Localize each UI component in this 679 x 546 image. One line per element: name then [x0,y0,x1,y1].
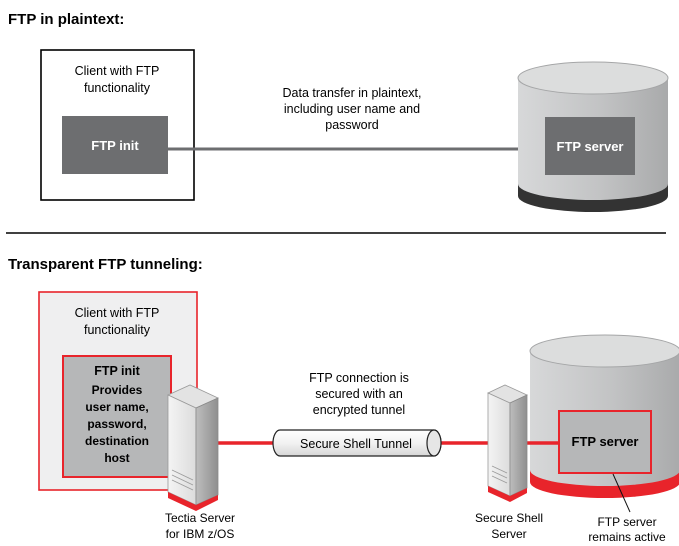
bottom-init-detail-4: destination [85,434,149,448]
tunnel-label: Secure Shell Tunnel [300,437,412,451]
bottom-client-label-1: Client with FTP [75,306,160,320]
server-active-label-2: remains active [588,530,666,544]
top-transfer-label-3: password [325,118,379,132]
bottom-init-detail-1: Provides [92,383,143,397]
bottom-ftp-server-label: FTP server [572,434,639,449]
bottom-ftp-server-box: FTP server [558,410,652,474]
top-ftp-server-box: FTP server [545,117,635,175]
connection-label-3: encrypted tunnel [313,403,405,417]
top-heading: FTP in plaintext: [8,11,124,28]
server-active-label-1: FTP server [597,515,656,529]
top-ftp-server-label: FTP server [557,139,624,154]
top-client-label-1: Client with FTP [75,64,160,78]
bottom-ftp-init-box: FTP init Provides user name, password, d… [62,355,172,478]
bottom-ftp-init-label: FTP init [94,364,140,378]
secure-shell-tunnel: Secure Shell Tunnel [272,429,442,457]
bottom-init-detail-5: host [104,451,129,465]
tectia-server-tower-icon [167,384,219,511]
secure-shell-server-tower-icon [487,384,528,502]
server-active-callout-line [612,473,631,513]
top-ftp-init-box: FTP init [62,116,168,174]
ssh-server-label-1: Secure Shell [475,511,543,525]
tectia-label-2: for IBM z/OS [166,527,235,541]
tectia-label-1: Tectia Server [165,511,235,525]
bottom-init-detail-2: user name, [85,400,148,414]
top-transfer-label-2: including user name and [284,102,420,116]
top-client-label-2: functionality [84,81,151,95]
bottom-heading: Transparent FTP tunneling: [8,256,203,273]
ssh-server-label-2: Server [491,527,526,541]
top-ftp-init-label: FTP init [91,138,139,153]
connection-label-2: secured with an [315,387,403,401]
bottom-init-detail-3: password, [87,417,146,431]
bottom-client-label-2: functionality [84,323,151,337]
top-transfer-label-1: Data transfer in plaintext, [283,86,422,100]
connection-label-1: FTP connection is [309,371,409,385]
